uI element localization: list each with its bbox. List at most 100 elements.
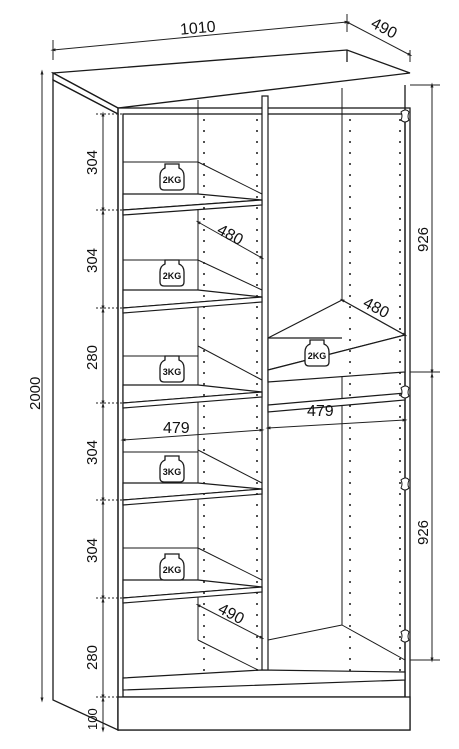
peg-hole xyxy=(203,570,205,572)
peg-hole xyxy=(349,482,351,484)
peg-hole xyxy=(399,119,401,121)
peg-hole xyxy=(256,482,258,484)
peg-hole xyxy=(203,339,205,341)
peg-hole xyxy=(256,284,258,286)
peg-hole xyxy=(399,251,401,253)
peg-hole xyxy=(399,130,401,132)
top-panel xyxy=(50,49,411,109)
peg-hole xyxy=(349,427,351,429)
peg-hole xyxy=(256,581,258,583)
peg-hole xyxy=(256,570,258,572)
peg-hole xyxy=(399,482,401,484)
peg-hole xyxy=(203,526,205,528)
peg-hole xyxy=(349,207,351,209)
peg-hole xyxy=(349,438,351,440)
peg-hole xyxy=(203,317,205,319)
peg-hole xyxy=(349,174,351,176)
weight-label: 2KG xyxy=(163,271,182,281)
right-bottom xyxy=(267,624,406,661)
peg-hole xyxy=(256,262,258,264)
door-hinges xyxy=(400,109,410,643)
peg-hole xyxy=(349,196,351,198)
peg-hole xyxy=(256,625,258,627)
weight-label: 2KG xyxy=(163,175,182,185)
peg-hole xyxy=(256,218,258,220)
peg-hole xyxy=(256,504,258,506)
peg-hole xyxy=(399,361,401,363)
peg-hole xyxy=(399,449,401,451)
peg-hole xyxy=(349,504,351,506)
peg-hole xyxy=(349,273,351,275)
peg-hole xyxy=(349,515,351,517)
peg-hole xyxy=(256,273,258,275)
right-lower-height-label: 926 xyxy=(415,520,432,545)
peg-hole xyxy=(349,339,351,341)
peg-hole xyxy=(256,240,258,242)
peg-hole xyxy=(349,559,351,561)
peg-hole xyxy=(203,251,205,253)
peg-hole xyxy=(349,471,351,473)
peg-hole xyxy=(203,614,205,616)
peg-hole xyxy=(399,185,401,187)
peg-hole xyxy=(349,372,351,374)
peg-hole xyxy=(399,658,401,660)
peg-hole xyxy=(256,185,258,187)
peg-hole xyxy=(399,229,401,231)
peg-hole xyxy=(399,504,401,506)
peg-hole xyxy=(256,361,258,363)
peg-hole xyxy=(349,548,351,550)
peg-hole xyxy=(399,174,401,176)
peg-hole xyxy=(203,218,205,220)
peg-hole xyxy=(203,449,205,451)
peg-hole xyxy=(256,163,258,165)
peg-hole xyxy=(349,163,351,165)
peg-hole xyxy=(203,284,205,286)
peg-hole xyxy=(256,119,258,121)
peg-hole xyxy=(349,130,351,132)
peg-hole xyxy=(399,570,401,572)
left-compartment-1-label: 304 xyxy=(84,150,101,175)
peg-hole xyxy=(349,328,351,330)
weight-label: 3KG xyxy=(163,467,182,477)
bottom-shelf-depth-label: 490 xyxy=(215,601,247,629)
peg-hole xyxy=(203,603,205,605)
peg-hole xyxy=(399,581,401,583)
peg-hole xyxy=(349,526,351,528)
peg-hole xyxy=(399,350,401,352)
peg-hole xyxy=(256,614,258,616)
peg-hole xyxy=(349,284,351,286)
overall-width-label: 1010 xyxy=(179,19,216,39)
peg-hole xyxy=(203,416,205,418)
peg-hole xyxy=(256,438,258,440)
peg-hole xyxy=(349,185,351,187)
peg-hole xyxy=(399,614,401,616)
peg-hole xyxy=(349,625,351,627)
peg-hole xyxy=(203,537,205,539)
peg-hole xyxy=(203,174,205,176)
peg-hole xyxy=(399,460,401,462)
peg-hole xyxy=(349,295,351,297)
peg-hole xyxy=(349,262,351,264)
peg-hole xyxy=(349,394,351,396)
peg-hole xyxy=(399,240,401,242)
peg-hole xyxy=(256,592,258,594)
peg-hole xyxy=(203,625,205,627)
peg-hole xyxy=(349,218,351,220)
weight-icon: 2KG xyxy=(159,163,185,191)
peg-hole xyxy=(203,141,205,143)
hinge-2 xyxy=(400,385,410,399)
overall-height-label: 2000 xyxy=(27,377,44,410)
peg-hole xyxy=(349,537,351,539)
peg-hole xyxy=(399,284,401,286)
peg-hole xyxy=(399,537,401,539)
peg-hole xyxy=(349,570,351,572)
peg-hole xyxy=(203,152,205,154)
left-shelf-depth-label: 480 xyxy=(214,222,246,250)
peg-hole xyxy=(203,207,205,209)
peg-hole xyxy=(399,493,401,495)
peg-hole xyxy=(256,130,258,132)
peg-hole xyxy=(256,394,258,396)
peg-hole xyxy=(399,647,401,649)
peg-hole xyxy=(399,196,401,198)
